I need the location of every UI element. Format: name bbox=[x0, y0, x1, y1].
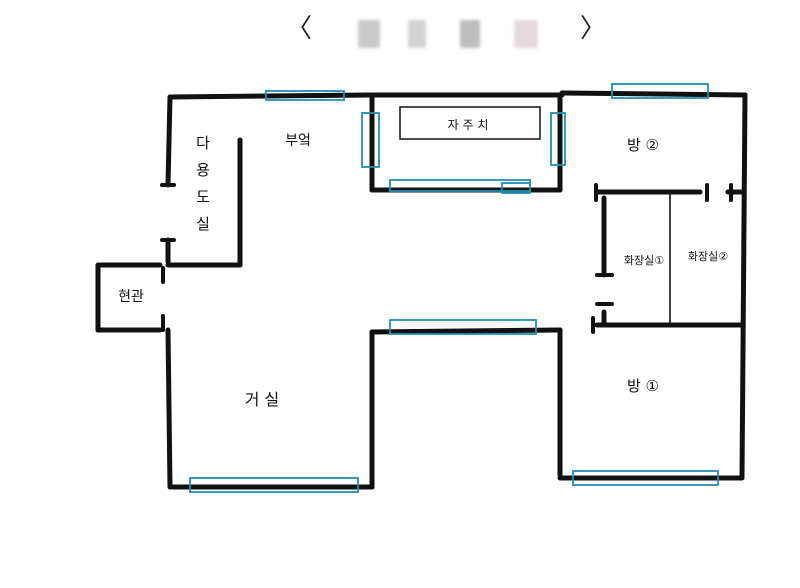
chevron-left-icon[interactable]: 〈 bbox=[286, 14, 313, 44]
blurred-thumbnail[interactable] bbox=[408, 20, 426, 48]
walls bbox=[95, 90, 748, 490]
room1-label: 방 ① bbox=[627, 377, 659, 395]
wall-living-left bbox=[165, 327, 173, 490]
window bbox=[361, 112, 380, 168]
window bbox=[572, 470, 719, 486]
window bbox=[611, 83, 709, 99]
living-label: 거 실 bbox=[245, 390, 280, 409]
blurred-thumbnail[interactable] bbox=[358, 20, 380, 48]
wall-top-left bbox=[167, 92, 373, 100]
bath1-label: 화장실① bbox=[624, 254, 664, 267]
window bbox=[550, 112, 566, 166]
wall-room2-top bbox=[559, 90, 748, 98]
kimchi-fridge-box bbox=[399, 106, 541, 140]
utility-label-char-1: 다 bbox=[196, 134, 210, 152]
viewer-toolbar: 〈 〉 bbox=[0, 0, 800, 60]
wall-right-exterior bbox=[739, 92, 748, 481]
kitchen-label: 부엌 bbox=[285, 133, 311, 149]
bath2-label: 화장실② bbox=[688, 250, 728, 263]
window bbox=[265, 90, 345, 101]
door-ticks bbox=[160, 183, 733, 334]
window bbox=[189, 477, 359, 493]
utility-label-char-2: 용 bbox=[196, 161, 210, 179]
wall-center-bottom bbox=[369, 327, 563, 335]
window bbox=[501, 182, 531, 194]
wall-utility-left bbox=[165, 94, 173, 188]
window bbox=[389, 319, 537, 335]
blurred-thumbnail[interactable] bbox=[460, 20, 480, 48]
kimchi-label: 자 주 치 bbox=[448, 118, 489, 132]
utility-label-char-4: 실 bbox=[196, 215, 210, 233]
windows bbox=[189, 83, 719, 493]
blurred-thumbnail[interactable] bbox=[514, 20, 538, 48]
utility-label-char-3: 도 bbox=[196, 188, 210, 206]
room2-label: 방 ② bbox=[627, 136, 659, 154]
chevron-right-icon[interactable]: 〉 bbox=[580, 14, 607, 44]
entrance-label: 현관 bbox=[118, 289, 144, 305]
